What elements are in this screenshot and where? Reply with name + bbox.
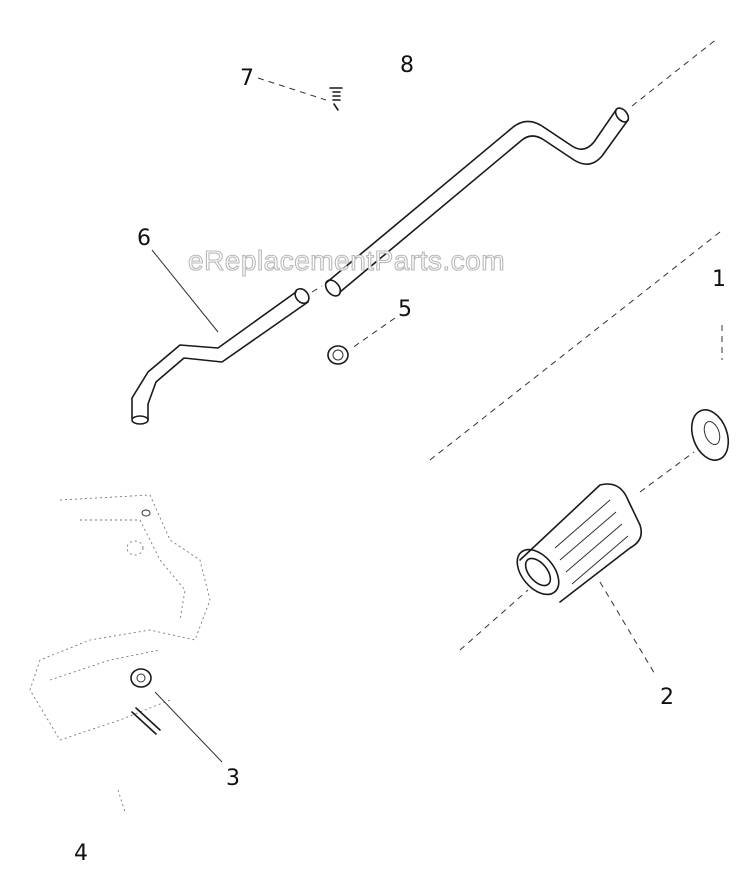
crank-rod-lower <box>131 285 323 425</box>
callout-4: 4 <box>74 841 88 866</box>
callout-3: 3 <box>226 766 240 791</box>
callout-6: 6 <box>137 226 151 251</box>
washer <box>690 409 730 461</box>
callout-7: 7 <box>240 66 254 91</box>
callout-8: 8 <box>400 53 414 78</box>
callout-1: 1 <box>712 267 726 292</box>
cotter-pin <box>131 707 161 735</box>
nut <box>327 345 349 365</box>
bracket-outline <box>29 494 211 741</box>
watermark: eReplacementParts.com <box>188 245 505 276</box>
crank-rod-upper <box>324 37 719 297</box>
callout-2: 2 <box>660 685 674 710</box>
hand-grip <box>516 483 643 603</box>
callout-5: 5 <box>398 297 412 322</box>
screw <box>329 87 343 111</box>
small-washer <box>130 668 152 688</box>
